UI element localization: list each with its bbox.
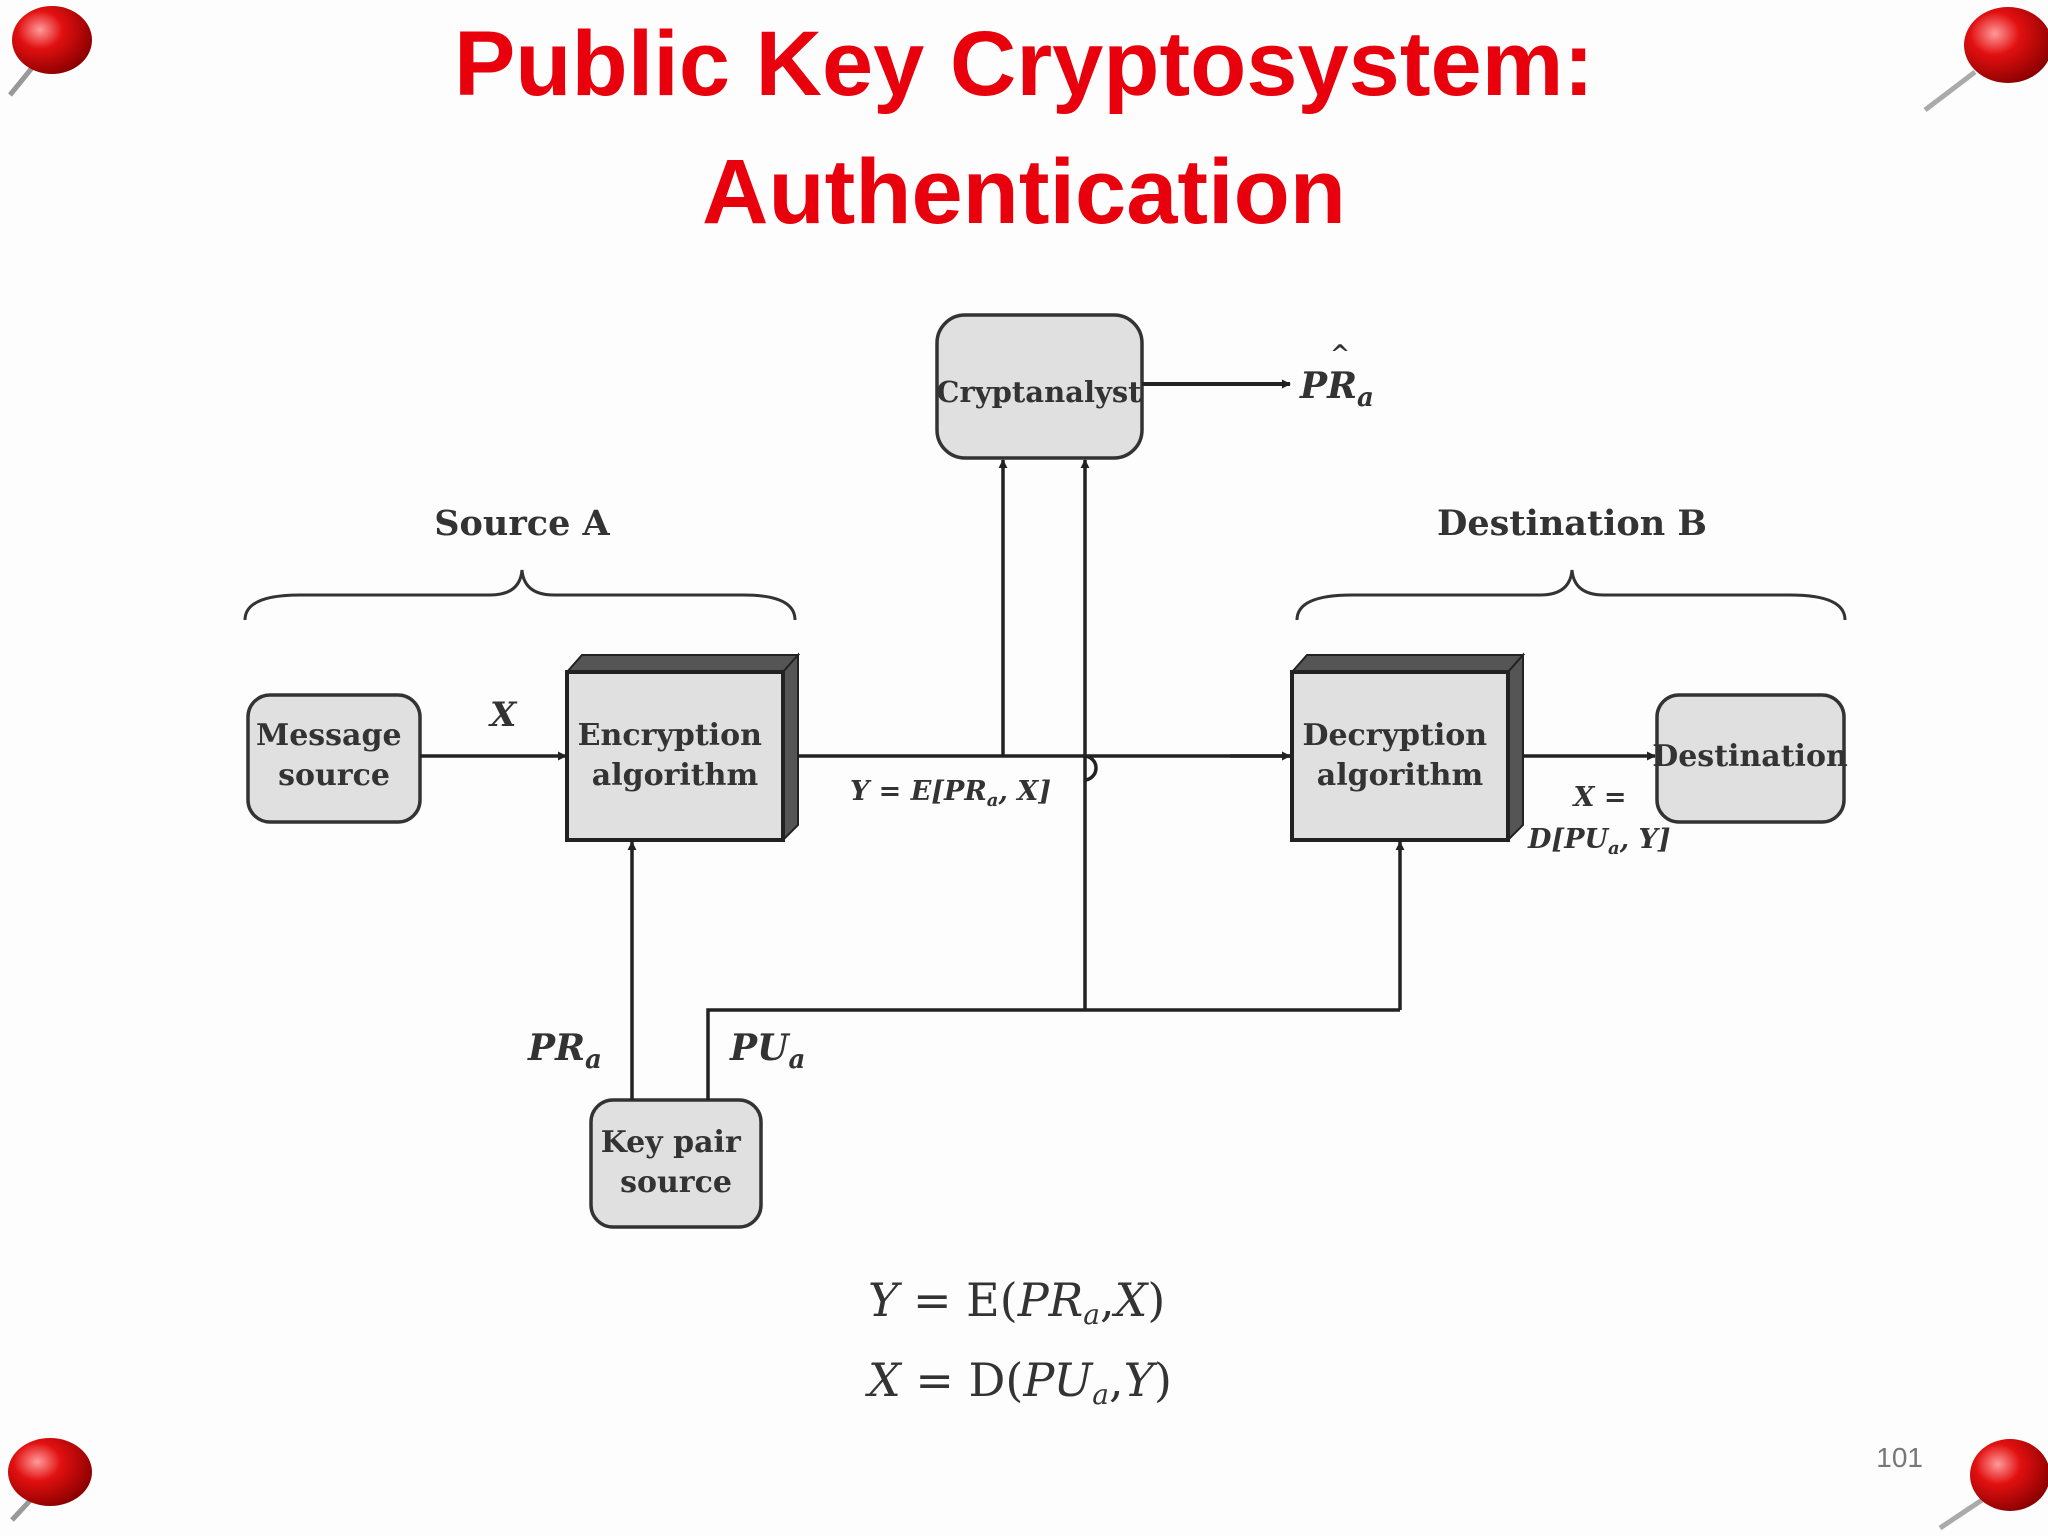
encryption-algorithm-label: Encryption algorithm: [578, 718, 773, 793]
slide-number: 101: [1876, 1442, 1923, 1473]
source-a-brace: [243, 569, 797, 621]
y-equals-label: Y = E[PRa, X]: [850, 776, 1051, 811]
title-line-1: Public Key Cryptosystem:: [453, 13, 1595, 115]
decryption-algorithm-box: [1289, 652, 1526, 843]
estimate-hat-icon: ^: [1330, 339, 1350, 368]
slide-title: Public Key Cryptosystem: Authentication: [0, 0, 2048, 256]
message-source-label: Message source: [256, 718, 412, 793]
message-source-box: [246, 693, 422, 824]
cryptanalyst-label: Cryptanalyst: [936, 375, 1142, 409]
encryption-algorithm-box: [564, 652, 801, 843]
equation-encryption: Y = E(PRa,X): [868, 1273, 1165, 1331]
x-output-line-2: D[PUa, Y]: [1527, 824, 1671, 859]
destination-label: Destination: [1652, 739, 1848, 774]
x-label: X: [488, 695, 518, 735]
destination-box: [1655, 693, 1846, 824]
title-line-2: Authentication: [702, 141, 1346, 243]
wire-pu-key: [706, 1008, 1400, 1100]
pu-key-label: PUa: [729, 1027, 805, 1075]
pr-key-label: PRa: [527, 1027, 602, 1075]
cryptanalyst-box: [935, 313, 1144, 460]
key-pair-source-box: [589, 1098, 763, 1229]
equation-decryption: X = D(PUa,Y): [865, 1353, 1172, 1411]
x-output-line-1: X =: [1572, 782, 1627, 813]
decryption-algorithm-label: Decryption algorithm: [1302, 718, 1497, 793]
estimated-private-key-label: PRa: [1299, 365, 1374, 413]
pin-icon-top-left: [8, 6, 92, 97]
equations: Y = E(PRa,X) X = D(PUa,Y): [865, 1273, 1172, 1411]
source-a-label: Source A: [434, 503, 610, 544]
key-pair-source-label: Key pair source: [601, 1125, 751, 1200]
destination-b-label: Destination B: [1437, 503, 1707, 544]
pin-icon-bottom-right: [1938, 1439, 2048, 1531]
pin-icon-bottom-left: [8, 1438, 92, 1522]
destination-b-brace: [1295, 569, 1847, 621]
pin-icon-top-right: [1923, 7, 2048, 112]
